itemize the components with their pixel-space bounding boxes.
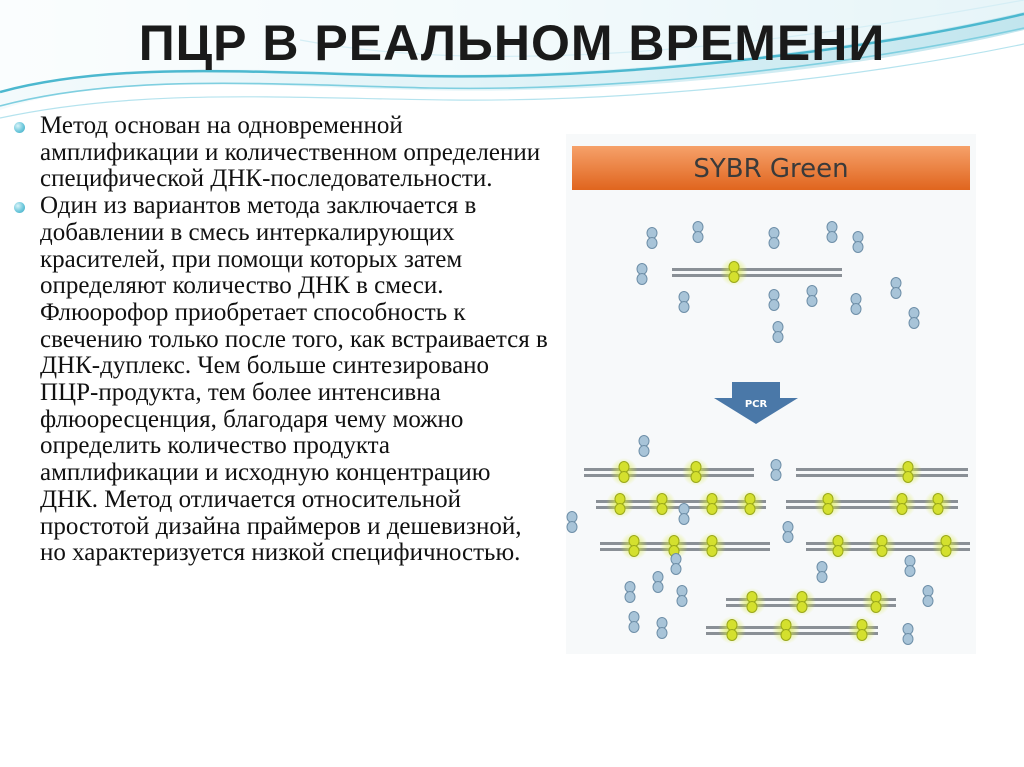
bound-dye-molecule xyxy=(848,616,876,644)
free-dye-molecule xyxy=(922,585,934,607)
free-dye-molecule xyxy=(768,289,780,311)
bound-dye-molecule xyxy=(738,588,766,616)
free-dye-molecules xyxy=(636,221,920,343)
free-dye-molecule xyxy=(816,561,828,583)
dna-duplex xyxy=(806,532,970,560)
bound-dye-molecule xyxy=(772,616,800,644)
dna-duplex xyxy=(786,490,958,518)
bound-dye-molecule xyxy=(814,490,842,518)
slide-title: ПЦР В РЕАЛЬНОМ ВРЕМЕНИ xyxy=(138,15,886,71)
free-dye-molecule xyxy=(676,585,688,607)
dna-duplex xyxy=(596,490,766,518)
bound-dye-molecule xyxy=(736,490,764,518)
bound-dye-molecule xyxy=(924,490,952,518)
free-dye-molecule xyxy=(908,307,920,329)
bound-dye-molecule xyxy=(788,588,816,616)
bound-dye-molecule xyxy=(610,458,638,486)
free-dye-molecule xyxy=(692,221,704,243)
dna-duplex xyxy=(600,532,770,560)
bound-dye-molecule xyxy=(698,490,726,518)
free-dye-molecule xyxy=(772,321,784,343)
free-dye-molecule xyxy=(656,617,668,639)
free-dye-molecule xyxy=(768,227,780,249)
bound-dye-molecule xyxy=(606,490,634,518)
pcr-arrow-label: PCR xyxy=(745,399,768,410)
free-dye-molecule xyxy=(638,435,650,457)
dna-duplex xyxy=(706,616,878,644)
free-dye-molecule xyxy=(678,503,690,525)
bound-dye-molecule xyxy=(868,532,896,560)
bound-dye-molecule xyxy=(824,532,852,560)
bound-dye-molecule xyxy=(698,532,726,560)
bullet-text: Метод основан на одновременной амплифика… xyxy=(40,112,541,193)
free-dye-molecule xyxy=(678,291,690,313)
free-dye-molecule xyxy=(806,285,818,307)
pcr-product-duplexes xyxy=(584,458,970,644)
free-dye-molecule xyxy=(566,511,578,533)
dna-strand-template xyxy=(672,258,842,286)
sybr-banner: SYBR Green xyxy=(572,146,970,190)
bound-dye-molecule xyxy=(682,458,710,486)
free-dye-molecule xyxy=(852,231,864,253)
bullet-icon xyxy=(14,202,25,214)
dna-duplex xyxy=(726,588,896,616)
bound-dye-molecule xyxy=(660,532,688,560)
dna-duplex xyxy=(584,458,754,486)
bound-dye-molecule xyxy=(932,532,960,560)
free-dye-molecule xyxy=(902,623,914,645)
bound-dye-molecule xyxy=(620,532,648,560)
dna-duplex xyxy=(672,268,842,277)
bound-dye-molecule xyxy=(888,490,916,518)
bound-dye-molecule xyxy=(718,616,746,644)
bound-dye-molecule xyxy=(648,490,676,518)
free-dye-molecule xyxy=(782,521,794,543)
sybr-banner-label: SYBR Green xyxy=(693,154,848,184)
free-dye-molecule xyxy=(624,581,636,603)
free-dye-molecule xyxy=(670,553,682,575)
free-dye-molecule xyxy=(652,571,664,593)
free-dye-molecule xyxy=(904,555,916,577)
free-dye-molecule xyxy=(850,293,862,315)
bullet-text: Один из вариантов метода заключается в д… xyxy=(40,192,548,567)
free-dye-molecule xyxy=(628,611,640,633)
free-dye-molecule xyxy=(646,227,658,249)
bullet-item: Метод основан на одновременной амплифика… xyxy=(14,112,550,193)
sybr-green-diagram: SYBR Green PCR xyxy=(566,134,976,654)
bound-dye-molecule xyxy=(862,588,890,616)
header-wave-decoration xyxy=(0,0,1024,119)
free-dye-molecule xyxy=(770,459,782,481)
free-dye-molecule xyxy=(826,221,838,243)
free-dye-molecules-bottom xyxy=(566,435,934,645)
bullet-icon xyxy=(14,122,25,133)
bound-dye-molecule xyxy=(894,458,922,486)
dna-duplex xyxy=(796,458,968,486)
free-dye-molecule xyxy=(636,263,648,285)
bullet-item: Один из вариантов метода заключается в д… xyxy=(14,192,550,567)
free-dye-molecule xyxy=(890,277,902,299)
pcr-arrow: PCR xyxy=(714,382,798,424)
bound-dye-molecule xyxy=(720,258,748,286)
bullet-list: Метод основан на одновременной амплифика… xyxy=(14,112,550,567)
